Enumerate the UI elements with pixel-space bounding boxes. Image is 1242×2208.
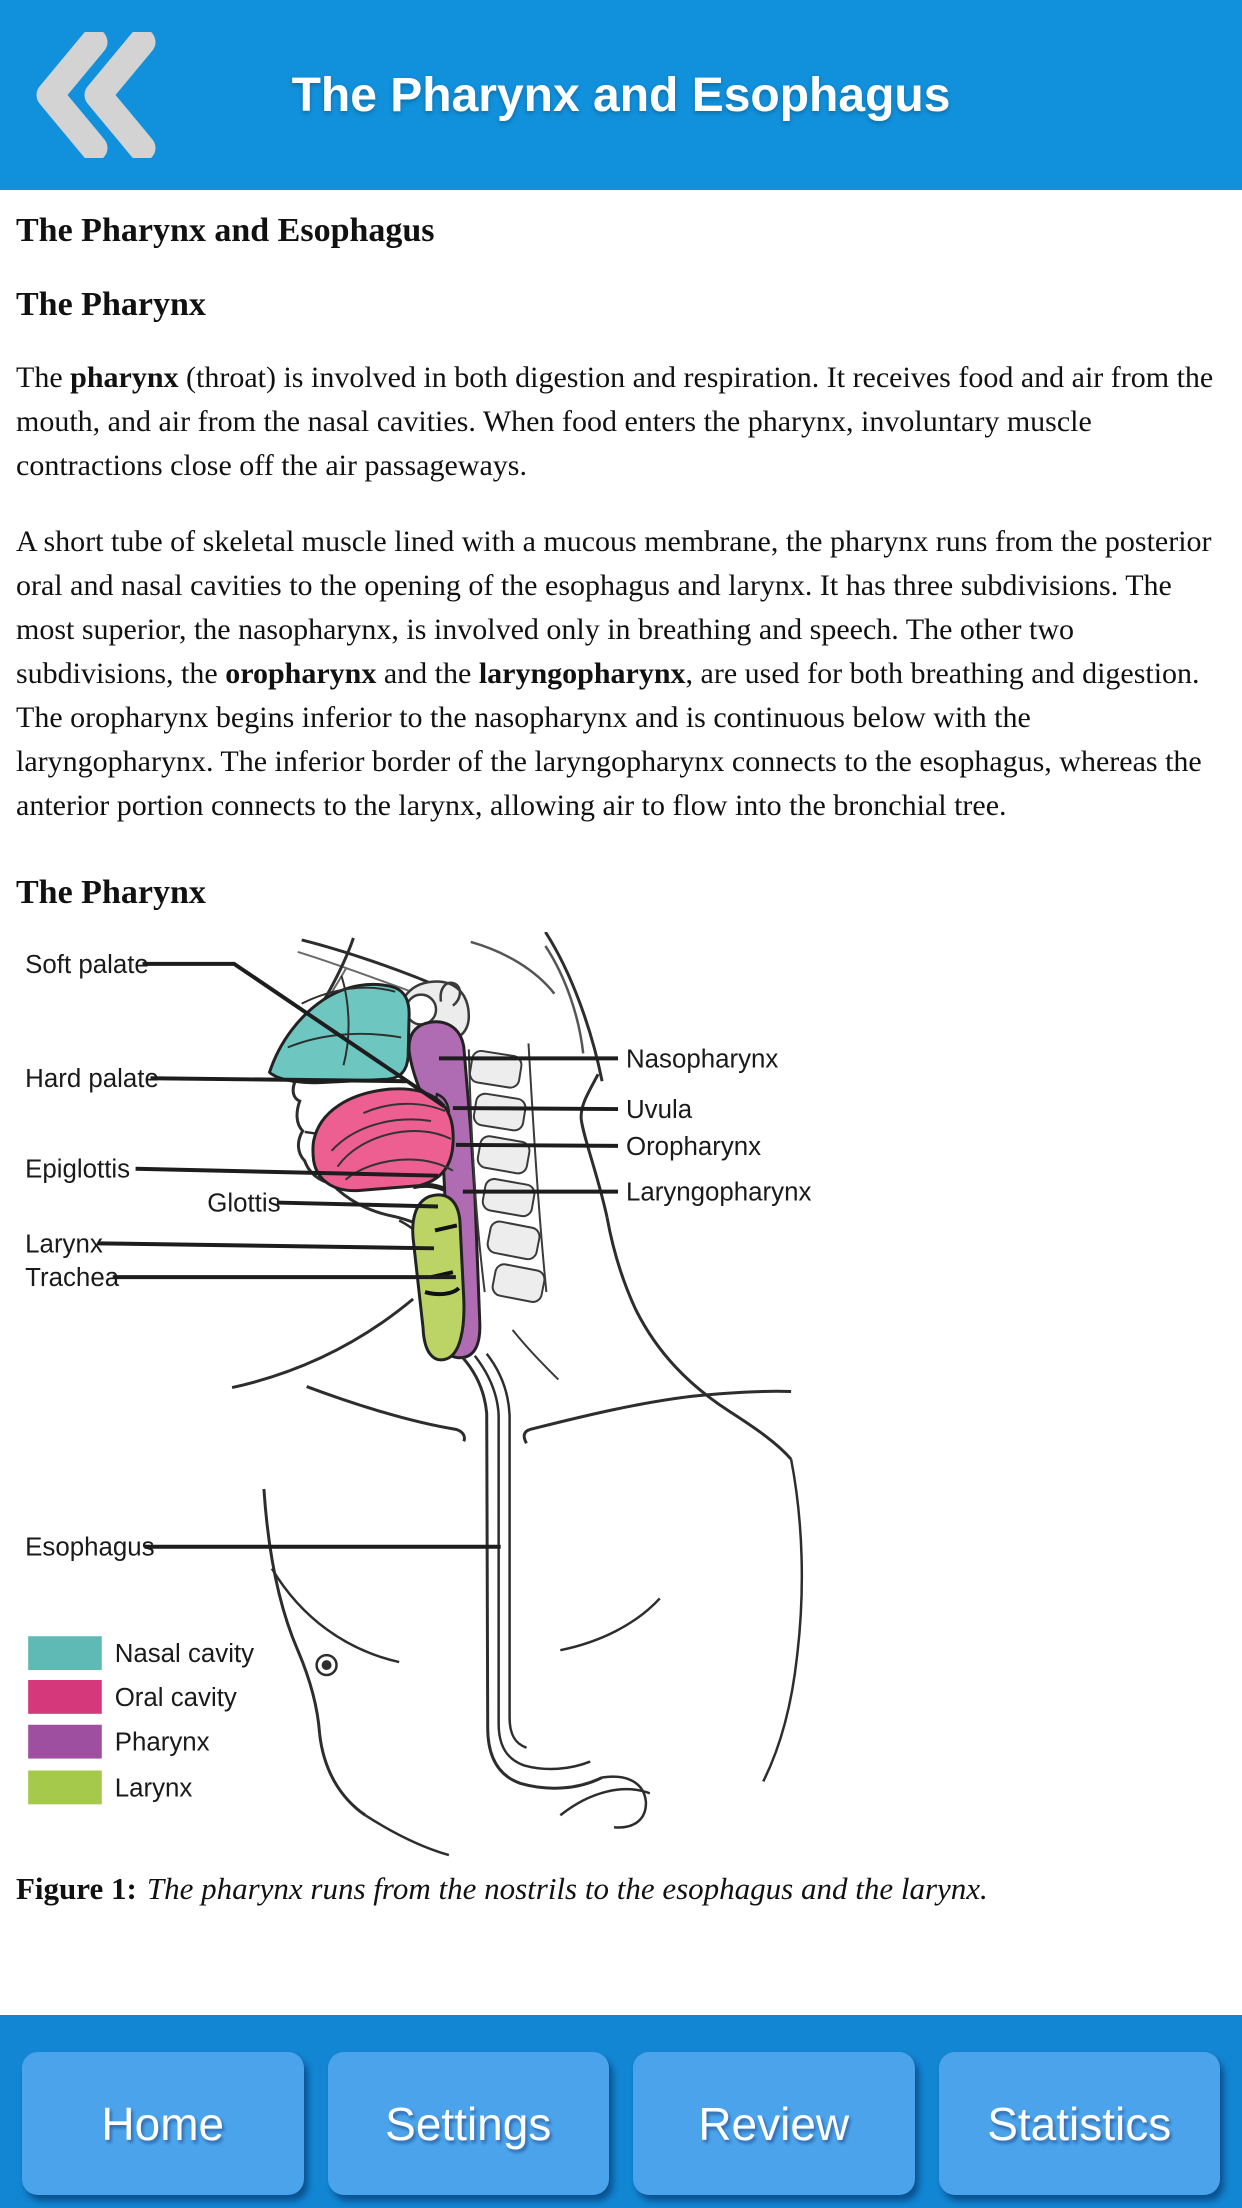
legend-label-larynx: Larynx [115,1774,193,1802]
bold-term-oropharynx: oropharynx [225,657,377,690]
double-chevron-left-icon [36,28,156,162]
back-button[interactable] [30,28,156,162]
spine-sketch [467,1043,560,1381]
diagram-label-nasopharynx: Nasopharynx [626,1045,778,1073]
paragraph-1: The pharynx (throat) is involved in both… [16,356,1226,488]
leader-lines [97,961,619,1549]
caption-label: Figure 1: [16,1871,137,1906]
bottom-nav-bar: Home Settings Review Statistics [0,2015,1242,2208]
diagram-label-soft-palate: Soft palate [25,951,149,979]
home-button[interactable]: Home [22,2052,304,2195]
diagram-label-larynx: Larynx [25,1230,103,1258]
review-button[interactable]: Review [633,2052,915,2195]
diagram-label-epiglottis: Epiglottis [25,1156,130,1184]
diagram-label-oropharynx: Oropharynx [626,1133,761,1161]
article-title: The Pharynx and Esophagus [16,212,435,249]
statistics-button[interactable]: Statistics [938,2052,1220,2195]
pharynx-diagram: Soft palate Hard palate Epiglottis Glott… [25,932,811,1857]
paragraph-2: A short tube of skeletal muscle lined wi… [16,520,1226,828]
legend-swatch-larynx [28,1770,102,1805]
text-segment: A short tube of skeletal muscle lined wi… [16,525,1212,690]
content-scroll-area[interactable]: The Pharynx and Esophagus The Pharynx Th… [0,190,1242,2015]
bold-term-pharynx: pharynx [70,361,179,394]
legend-label-nasal-cavity: Nasal cavity [115,1640,254,1668]
diagram-label-glottis: Glottis [207,1190,280,1218]
settings-button[interactable]: Settings [327,2052,609,2195]
text-segment: and the [376,657,479,690]
oral-cavity-region [311,1087,455,1193]
diagram-label-esophagus: Esophagus [25,1534,154,1562]
caption-text: The pharynx runs from the nostrils to th… [146,1871,988,1906]
legend-swatch-oral-cavity [28,1680,102,1714]
figure-heading: The Pharynx [16,874,206,911]
figure-legend: Nasal cavity Oral cavity Pharynx Larynx [28,1636,254,1805]
torso-sketch [231,1297,804,1857]
diagram-label-laryngopharynx: Laryngopharynx [626,1179,812,1207]
section-heading-pharynx: The Pharynx [16,286,206,323]
legend-swatch-pharynx [28,1724,102,1759]
legend-label-oral-cavity: Oral cavity [115,1684,237,1712]
diagram-labels: Soft palate Hard palate Epiglottis Glott… [25,951,811,1562]
text-segment: (throat) is involved in both digestion a… [16,361,1214,482]
bold-term-laryngopharynx: laryngopharynx [478,657,686,690]
colored-regions [268,975,482,1362]
text-segment: , are used for both breathing and digest… [16,657,1202,822]
figure-caption: Figure 1: The pharynx runs from the nostr… [16,1869,1226,1909]
pharynx-figure: Soft palate Hard palate Epiglottis Glott… [0,932,1242,1867]
diagram-label-trachea: Trachea [25,1264,120,1292]
diagram-label-uvula: Uvula [626,1096,693,1124]
legend-swatch-nasal-cavity [28,1636,102,1671]
legend-label-pharynx: Pharynx [115,1729,210,1757]
page-title: The Pharynx and Esophagus [291,68,951,122]
header-bar: The Pharynx and Esophagus [0,0,1242,190]
diagram-label-hard-palate: Hard palate [25,1065,159,1093]
text-segment: The [16,361,71,394]
